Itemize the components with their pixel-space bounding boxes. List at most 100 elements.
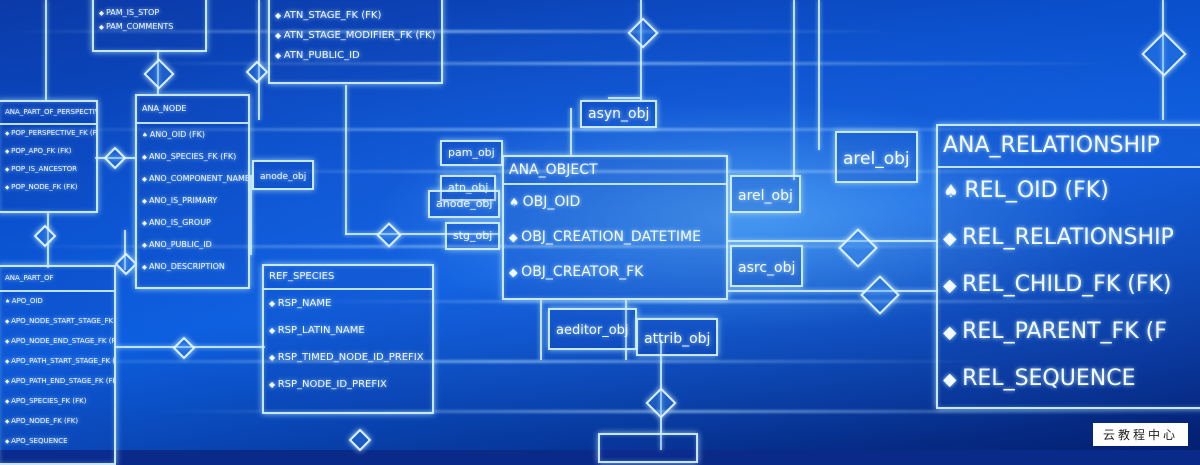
light-streak bbox=[0, 30, 900, 33]
ana-node-row: ANO_OID (FK) bbox=[137, 124, 248, 146]
table-title: REF_SPECIES bbox=[264, 266, 432, 290]
ana-node-row: ANO_IS_GROUP bbox=[137, 212, 248, 234]
part-of-row: APO_NODE_START_STAGE_FK (FK) bbox=[0, 312, 114, 332]
connector-line bbox=[258, 0, 260, 120]
connector-line bbox=[625, 300, 627, 360]
asyn-obj-label: asyn_obj bbox=[580, 100, 658, 128]
asrc-obj-label: asrc_obj bbox=[730, 245, 804, 287]
ana-node-table: ANA_NODE ANO_OID (FK) ANO_SPECIES_FK (FK… bbox=[135, 94, 250, 289]
partial-table bbox=[598, 433, 698, 463]
ref-species-table: REF_SPECIES RSP_NAME RSP_LATIN_NAME RSP_… bbox=[262, 264, 434, 414]
relationship-row: REL_CHILD_FK (FK) bbox=[938, 262, 1200, 309]
pam-obj-label: pam_obj bbox=[440, 140, 503, 166]
part-of-row: APO_OID bbox=[0, 292, 114, 312]
relationship-diamond bbox=[348, 428, 372, 452]
part-of-row: APO_NODE_END_STAGE_FK (FK) bbox=[0, 332, 114, 352]
pam-row: PAM_COMMENTS bbox=[94, 20, 205, 34]
relationship-diamond bbox=[114, 252, 138, 276]
light-streak bbox=[0, 360, 1000, 363]
relationship-diamond bbox=[172, 336, 196, 360]
part-of-row: APO_PATH_START_STAGE_FK (FK) bbox=[0, 352, 114, 372]
connector-line bbox=[728, 290, 938, 292]
connector-line bbox=[345, 85, 347, 235]
ana-object-row: OBJ_CREATOR_FK bbox=[504, 255, 726, 290]
ana-node-row: ANO_COMPONENT_NAME bbox=[137, 168, 248, 190]
ana-node-row: ANO_SPECIES_FK (FK) bbox=[137, 146, 248, 168]
atn-table: ATN_STAGE_FK (FK) ATN_STAGE_MODIFIER_FK … bbox=[268, 0, 443, 84]
connector-line bbox=[115, 346, 265, 348]
relationship-diamond bbox=[1141, 31, 1187, 77]
perspective-row: POP_NODE_FK (FK) bbox=[0, 179, 96, 197]
arel-obj-top-label: arel_obj bbox=[835, 131, 918, 183]
anode-obj-left-label: anode_obj bbox=[252, 160, 315, 190]
table-title: ANA_RELATIONSHIP bbox=[938, 126, 1200, 168]
part-of-row: APO_SEQUENCE bbox=[0, 432, 114, 452]
ana-object-row: OBJ_CREATION_DATETIME bbox=[504, 220, 726, 255]
table-title: ANA_PART_OF_PERSPECTIVE bbox=[0, 102, 96, 125]
atn-row: ATN_STAGE_MODIFIER_FK (FK) bbox=[270, 26, 441, 46]
watermark-label: 云教程中心 bbox=[1092, 423, 1188, 446]
perspective-row: POP_IS_ANCESTOR bbox=[0, 161, 96, 179]
ana-object-row: OBJ_OID bbox=[504, 185, 726, 220]
connector-line bbox=[728, 240, 938, 242]
perspective-row: POP_APO_FK (FK) bbox=[0, 143, 96, 161]
atn-row: ATN_PUBLIC_ID bbox=[270, 46, 441, 66]
database-schema-photo: PAM_IS_STOP PAM_COMMENTS ATN_STAGE_FK (F… bbox=[0, 0, 1200, 450]
stg-obj-label: stg_obj bbox=[445, 222, 501, 250]
light-streak bbox=[200, 170, 1100, 173]
arel-obj-label: arel_obj bbox=[730, 175, 801, 213]
connector-line bbox=[608, 97, 641, 99]
table-title: ANA_OBJECT bbox=[504, 157, 726, 185]
aeditor-obj-label: aeditor_obj bbox=[548, 308, 637, 350]
ana-node-row: ANO_PUBLIC_ID bbox=[137, 234, 248, 256]
ana-part-of-table: ANA_PART_OF APO_OID APO_NODE_START_STAGE… bbox=[0, 265, 116, 465]
attrib-obj-label: attrib_obj bbox=[636, 318, 719, 356]
connector-line bbox=[250, 175, 252, 255]
connector-line bbox=[157, 50, 159, 95]
relationship-row: REL_OID (FK) bbox=[938, 168, 1200, 215]
connector-line bbox=[640, 0, 642, 100]
relationship-row: REL_RELATIONSHIP bbox=[938, 215, 1200, 262]
light-streak bbox=[0, 128, 1150, 131]
part-of-row: APO_NODE_FK (FK) bbox=[0, 412, 114, 432]
ana-relationship-table: ANA_RELATIONSHIP REL_OID (FK) REL_RELATI… bbox=[936, 124, 1200, 409]
relationship-diamond bbox=[838, 228, 878, 268]
ana-object-table: ANA_OBJECT OBJ_OID OBJ_CREATION_DATETIME… bbox=[502, 155, 728, 300]
ana-node-row: ANO_DESCRIPTION bbox=[137, 256, 248, 278]
relationship-diamond bbox=[860, 275, 900, 315]
species-row: RSP_LATIN_NAME bbox=[264, 317, 432, 344]
light-streak bbox=[120, 62, 1120, 65]
relationship-row: REL_PARENT_FK (F bbox=[938, 309, 1200, 356]
relationship-diamond bbox=[33, 224, 57, 248]
connector-line bbox=[660, 340, 662, 450]
connector-line bbox=[818, 0, 820, 150]
part-of-row: APO_PATH_END_STAGE_FK (FK) bbox=[0, 372, 114, 392]
pam-table: PAM_IS_STOP PAM_COMMENTS bbox=[92, 0, 207, 52]
relationship-diamond bbox=[376, 222, 402, 248]
connector-line bbox=[345, 233, 500, 235]
connector-line bbox=[540, 300, 542, 360]
light-streak bbox=[300, 300, 1180, 303]
anode-obj-label: anode_obj bbox=[428, 190, 501, 218]
part-of-row: APO_SPECIES_FK (FK) bbox=[0, 392, 114, 412]
ana-node-row: ANO_IS_PRIMARY bbox=[137, 190, 248, 212]
connector-line bbox=[1162, 0, 1164, 120]
species-row: RSP_NODE_ID_PREFIX bbox=[264, 371, 432, 398]
connector-line bbox=[793, 0, 795, 180]
relationship-row: REL_SEQUENCE bbox=[938, 356, 1200, 403]
pam-row: PAM_IS_STOP bbox=[94, 6, 205, 20]
connector-line bbox=[570, 108, 572, 156]
connector-line bbox=[124, 230, 126, 270]
species-row: RSP_TIMED_NODE_ID_PREFIX bbox=[264, 344, 432, 371]
connector-line bbox=[95, 157, 135, 159]
atn-row: ATN_STAGE_FK (FK) bbox=[270, 6, 441, 26]
perspective-table: ANA_PART_OF_PERSPECTIVE POP_PERSPECTIVE_… bbox=[0, 100, 98, 213]
relationship-diamond bbox=[103, 146, 127, 170]
table-title: ANA_PART_OF bbox=[0, 267, 114, 292]
relationship-diamond bbox=[627, 17, 659, 49]
relationship-diamond bbox=[645, 387, 677, 419]
light-streak bbox=[150, 410, 1200, 413]
species-row: RSP_NAME bbox=[264, 290, 432, 317]
connector-line bbox=[45, 0, 47, 100]
connector-line bbox=[47, 213, 49, 268]
